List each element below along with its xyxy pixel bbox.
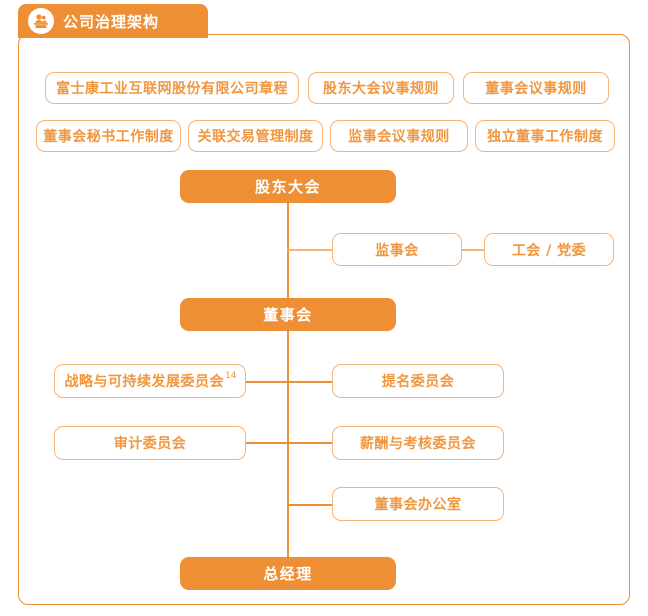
node-label: 战略与可持续发展委员会 [64, 374, 225, 390]
doc-label: 关联交易管理制度 [197, 129, 314, 145]
node-audit-committee[interactable]: 审计委员会 [54, 426, 246, 460]
connector-board-to-office [287, 504, 332, 506]
node-label: 董事会办公室 [374, 497, 462, 513]
connector-board-trunk [287, 330, 289, 558]
node-label: 监事会 [375, 242, 419, 259]
node-remuneration-committee[interactable]: 薪酬与考核委员会 [332, 426, 504, 460]
node-label: 工会 / 党委 [511, 242, 587, 259]
node-board-of-directors[interactable]: 董事会 [180, 298, 396, 331]
node-board-office[interactable]: 董事会办公室 [332, 487, 504, 521]
node-label: 总经理 [263, 565, 313, 583]
node-supervisory-board[interactable]: 监事会 [332, 233, 462, 266]
node-label: 薪酬与考核委员会 [360, 436, 476, 452]
doc-label: 股东大会议事规则 [323, 81, 439, 97]
doc-box-company-articles[interactable]: 富士康工业互联网股份有限公司章程 [45, 72, 299, 104]
node-general-manager[interactable]: 总经理 [180, 557, 396, 590]
doc-box-supervisory-meeting-rules[interactable]: 监事会议事规则 [330, 120, 468, 152]
people-podium-icon [28, 8, 54, 34]
doc-box-board-meeting-rules[interactable]: 董事会议事规则 [463, 72, 609, 104]
connector-board-to-remuneration [287, 442, 332, 444]
doc-box-independent-director-system[interactable]: 独立董事工作制度 [475, 120, 615, 152]
connector-board-to-strategy [245, 381, 288, 383]
header-tab: 公司治理架构 [18, 4, 208, 38]
doc-label: 独立董事工作制度 [487, 129, 603, 145]
connector-board-to-nomination [287, 381, 332, 383]
doc-label: 监事会议事规则 [348, 129, 450, 145]
node-shareholders-meeting[interactable]: 股东大会 [180, 170, 396, 203]
doc-label: 富士康工业互联网股份有限公司章程 [56, 81, 288, 97]
node-label: 股东大会 [254, 178, 321, 196]
connector-board-to-audit [245, 442, 288, 444]
doc-label: 董事会秘书工作制度 [43, 129, 174, 145]
node-label: 提名委员会 [381, 374, 455, 390]
node-nomination-committee[interactable]: 提名委员会 [332, 364, 504, 398]
page-title: 公司治理架构 [63, 12, 160, 31]
node-label: 审计委员会 [113, 436, 187, 452]
doc-label: 董事会议事规则 [485, 81, 587, 97]
node-label: 董事会 [263, 306, 313, 324]
doc-box-shareholders-meeting-rules[interactable]: 股东大会议事规则 [308, 72, 454, 104]
connector-shareholders-to-supervisory [287, 249, 332, 251]
connector-supervisory-to-union [461, 249, 485, 251]
node-union-party[interactable]: 工会 / 党委 [484, 233, 614, 266]
doc-box-related-party-transactions[interactable]: 关联交易管理制度 [188, 120, 323, 152]
node-superscript: 14 [225, 371, 237, 381]
doc-box-board-secretary-system[interactable]: 董事会秘书工作制度 [36, 120, 181, 152]
